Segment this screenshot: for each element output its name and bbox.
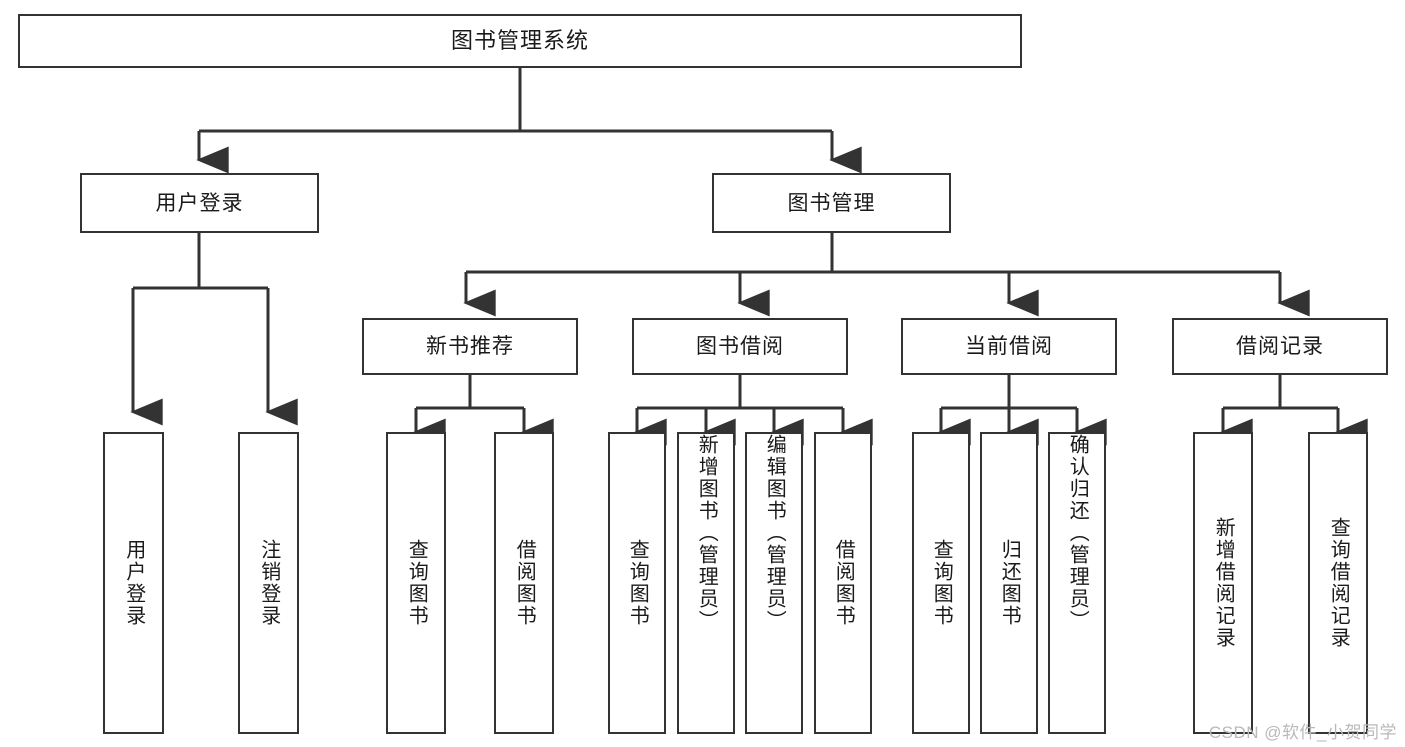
- leaf-query-book-current[interactable]: 查询图书: [912, 432, 970, 734]
- node-label: 用户登录: [122, 539, 145, 627]
- leaf-add-book-admin[interactable]: 新增图书（管理员）: [677, 432, 735, 734]
- node-label: 查询借阅记录: [1327, 517, 1350, 649]
- node-label: 查询图书: [405, 539, 428, 627]
- node-label: 新书推荐: [426, 335, 514, 358]
- leaf-return-book[interactable]: 归还图书: [980, 432, 1038, 734]
- node-label: 借阅图书: [832, 539, 855, 627]
- leaf-add-borrow-record[interactable]: 新增借阅记录: [1193, 432, 1253, 734]
- node-label: 图书借阅: [696, 335, 784, 358]
- node-label: 新增借阅记录: [1212, 517, 1235, 649]
- node-label: 查询图书: [626, 539, 649, 627]
- node-label: 用户登录: [155, 191, 244, 215]
- node-label: 归还图书: [998, 539, 1021, 627]
- node-label: 借阅记录: [1236, 335, 1324, 358]
- leaf-borrow-book-borrow[interactable]: 借阅图书: [814, 432, 872, 734]
- leaf-edit-book-admin[interactable]: 编辑图书（管理员）: [745, 432, 803, 734]
- leaf-borrow-book-recommend[interactable]: 借阅图书: [494, 432, 554, 734]
- node-new-book-recommend[interactable]: 新书推荐: [362, 318, 578, 375]
- node-label: 当前借阅: [965, 335, 1053, 358]
- leaf-query-borrow-record[interactable]: 查询借阅记录: [1308, 432, 1368, 734]
- node-label: 注销登录: [257, 539, 280, 627]
- node-label: 新增图书（管理员）: [695, 434, 718, 632]
- csdn-watermark: CSDN @软件_小贺同学: [1208, 723, 1397, 742]
- node-label: 确认归还（管理员）: [1066, 434, 1089, 632]
- leaf-logout-login[interactable]: 注销登录: [238, 432, 299, 734]
- node-book-management[interactable]: 图书管理: [712, 173, 951, 233]
- node-label: 图书管理系统: [450, 28, 589, 53]
- node-label: 借阅图书: [513, 539, 536, 627]
- node-current-borrow[interactable]: 当前借阅: [901, 318, 1117, 375]
- leaf-query-book-borrow[interactable]: 查询图书: [608, 432, 666, 734]
- node-root-book-management-system[interactable]: 图书管理系统: [18, 14, 1022, 68]
- node-borrow-record[interactable]: 借阅记录: [1172, 318, 1388, 375]
- node-user-login[interactable]: 用户登录: [80, 173, 319, 233]
- node-book-borrow[interactable]: 图书借阅: [632, 318, 848, 375]
- leaf-user-login[interactable]: 用户登录: [103, 432, 164, 734]
- leaf-query-book-recommend[interactable]: 查询图书: [386, 432, 446, 734]
- node-label: 查询图书: [930, 539, 953, 627]
- node-label: 编辑图书（管理员）: [763, 434, 786, 632]
- leaf-confirm-return-admin[interactable]: 确认归还（管理员）: [1048, 432, 1106, 734]
- node-label: 图书管理: [787, 191, 876, 215]
